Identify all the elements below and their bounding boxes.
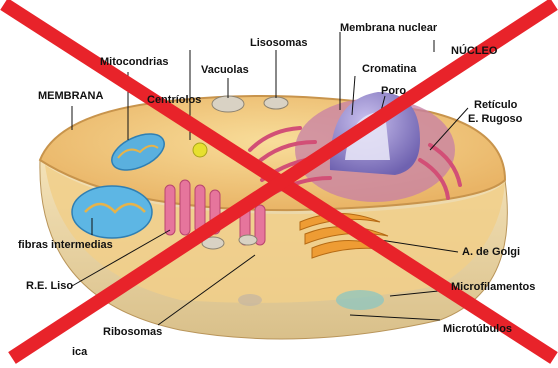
label-nucleo: NÚCLEO [451,45,497,57]
centriole [193,143,207,157]
label-membrana: MEMBRANA [38,90,103,102]
vacuole-b [264,97,288,109]
label-microfilamentos: Microfilamentos [451,281,535,293]
vacuole-d [239,235,257,245]
label-cromatina: Cromatina [362,63,416,75]
mitochondrion-large [72,186,152,238]
vacuole-a [212,96,244,112]
label-fibras-intermedias: fibras intermedias [18,239,113,251]
label-e-rugoso: E. Rugoso [468,113,522,125]
label-ribosomas: Ribosomas [103,326,162,338]
label-microtubulos: Microtúbulos [443,323,512,335]
label-poro: Poro [381,85,406,97]
label-lisosomas: Lisosomas [250,37,307,49]
label-bottom-fragment: ica [72,346,87,358]
label-re-liso: R.E. Liso [26,280,73,292]
label-mitocondrias: Mitocondrias [100,56,168,68]
label-reticulo: Retículo [474,99,517,111]
label-centriolos: Centríolos [147,94,201,106]
label-membrana-nuclear: Membrana nuclear [340,22,437,34]
label-a-de-golgi: A. de Golgi [462,246,520,258]
label-vacuolas: Vacuolas [201,64,249,76]
